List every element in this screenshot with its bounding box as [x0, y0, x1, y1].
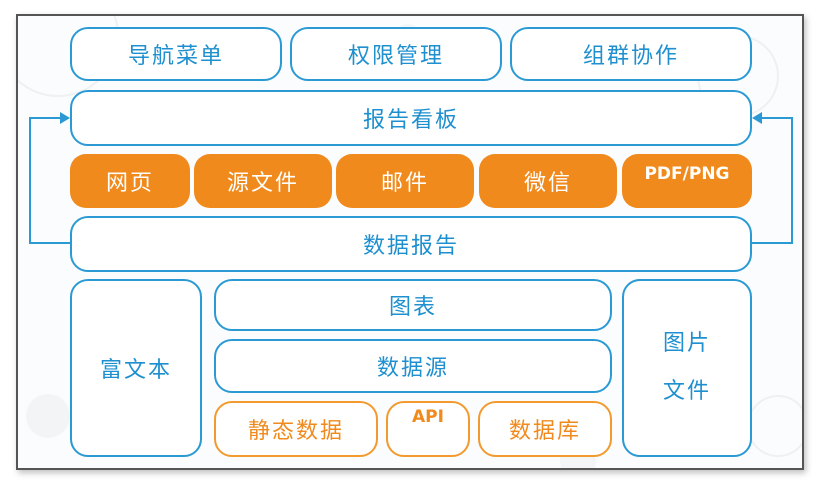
- channel-email: 邮件: [336, 154, 474, 208]
- group-collaboration-box: 组群协作: [510, 27, 752, 81]
- data-report-box: 数据报告: [70, 216, 752, 272]
- channel-source-file: 源文件: [194, 154, 332, 208]
- channel-web: 网页: [70, 154, 190, 208]
- image-label: 图片: [662, 331, 711, 356]
- diagram-frame: 导航菜单 权限管理 组群协作 报告看板 网页 源文件 邮件 微信 PDF/PNG…: [16, 14, 804, 470]
- static-data-box: 静态数据: [214, 401, 378, 457]
- database-box: 数据库: [478, 401, 612, 457]
- channel-pdf-png: PDF/PNG: [622, 154, 752, 208]
- channel-wechat: 微信: [479, 154, 617, 208]
- report-board-box: 报告看板: [70, 90, 752, 146]
- permission-management-box: 权限管理: [290, 27, 502, 81]
- chart-box: 图表: [214, 279, 612, 331]
- rich-text-box: 富文本: [70, 279, 202, 457]
- api-box: API: [386, 401, 470, 457]
- file-label: 文件: [662, 379, 711, 404]
- data-source-box: 数据源: [214, 339, 612, 393]
- nav-menu-box: 导航菜单: [70, 27, 282, 81]
- image-file-box: 图片 文件: [622, 279, 752, 457]
